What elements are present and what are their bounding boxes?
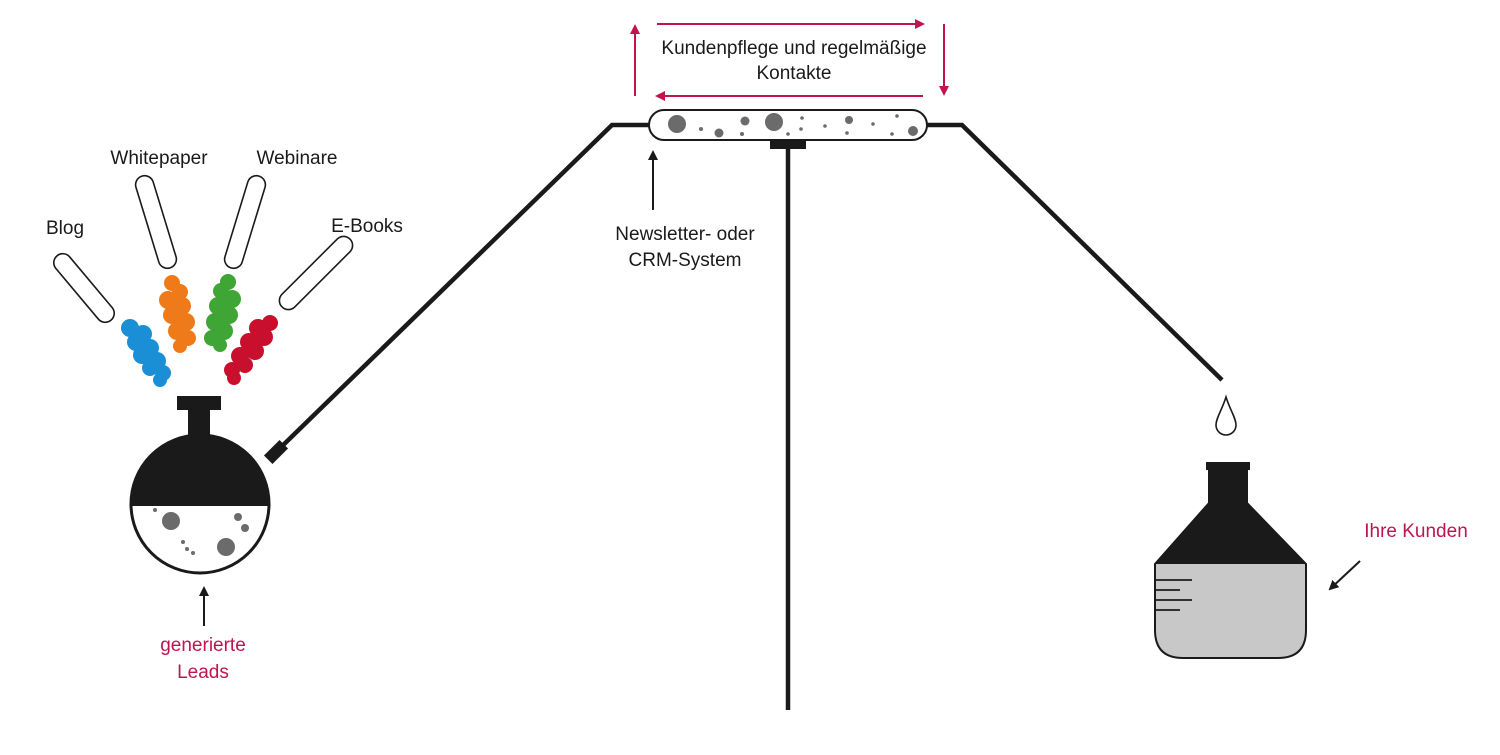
test-tube-ebooks (278, 235, 354, 311)
label-leads-line2: Leads (177, 662, 229, 683)
label-crm-line1: Newsletter- oder (615, 224, 755, 245)
customer-flask (1154, 462, 1307, 659)
bubbles-blog (121, 319, 171, 387)
label-blog: Blog (46, 218, 84, 239)
bubbles-ebooks (224, 315, 278, 385)
bubbles-webinare (204, 274, 241, 352)
label-webinare: Webinare (257, 148, 338, 169)
test-tube-whitepaper (134, 174, 178, 270)
crm-stand-clamp (770, 141, 806, 149)
label-care-line1: Kundenpflege und regelmäßige (661, 38, 926, 59)
crm-system-tube (648, 109, 928, 141)
customers-pointer-arrow (1328, 560, 1361, 591)
test-tube-blog (52, 252, 116, 324)
leads-flask (129, 396, 289, 575)
tubing (274, 122, 1224, 710)
label-care-line2: Kontakte (757, 63, 832, 84)
bubbles-whitepaper (159, 275, 196, 353)
label-leads-line1: generierte (160, 635, 246, 656)
drop-icon (1215, 394, 1237, 436)
label-customers: Ihre Kunden (1364, 521, 1468, 542)
label-whitepaper: Whitepaper (110, 148, 208, 169)
label-ebooks: E-Books (331, 216, 403, 237)
test-tube-webinare (223, 174, 267, 270)
care-cycle-arrows (630, 19, 949, 101)
label-crm-line2: CRM-System (629, 250, 742, 271)
